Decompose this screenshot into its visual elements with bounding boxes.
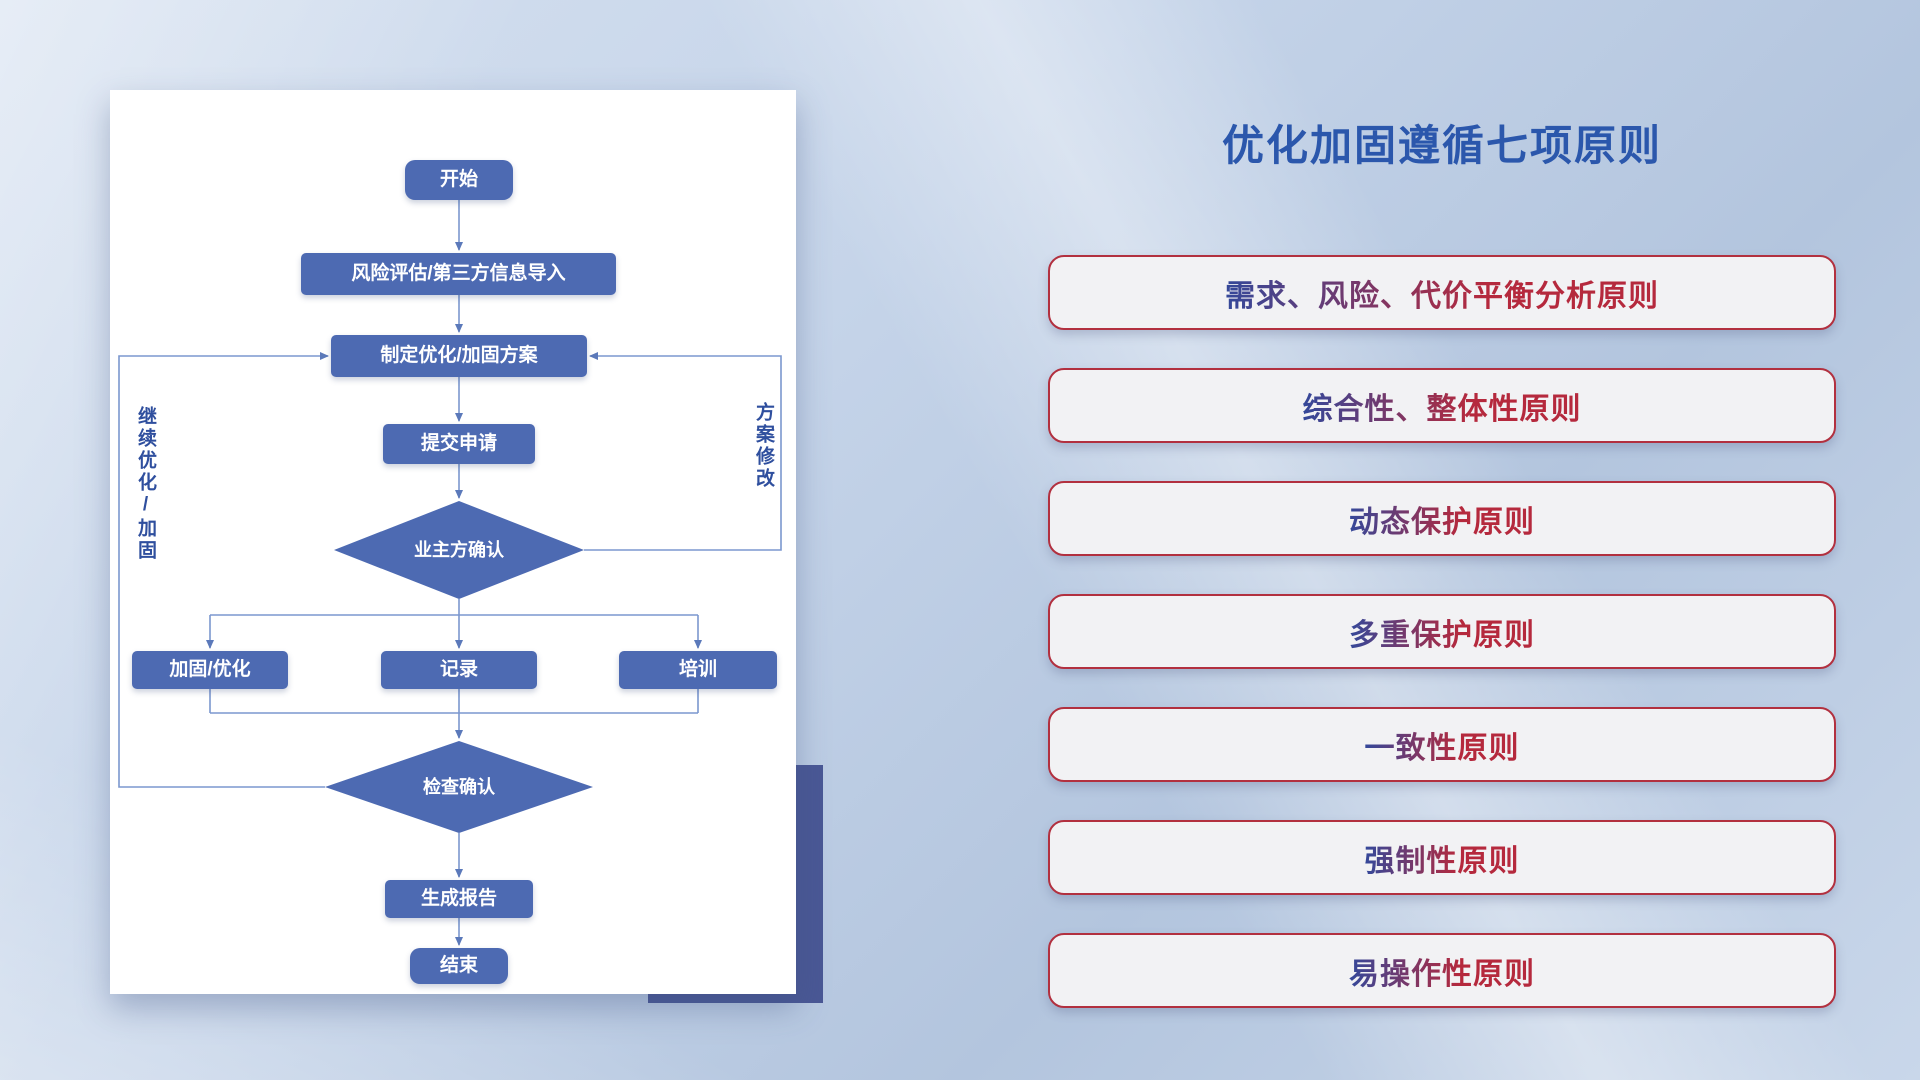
principles-list: 需求、风险、代价平衡分析原则 综合性、整体性原则 动态保护原则 多重保护原则 一… — [1048, 255, 1836, 1008]
panel-title: 优化加固遵循七项原则 — [1221, 122, 1662, 169]
principle-item-7: 易操作性原则 — [1048, 933, 1836, 1008]
flow-node-training: 培训 — [619, 651, 777, 689]
principle-label-1: 需求、风险、代价平衡分析原则 — [1225, 271, 1659, 315]
principles-panel: 优化加固遵循七项原则 需求、风险、代价平衡分析原则 综合性、整体性原则 动态保护… — [1048, 112, 1836, 1008]
principle-label-2: 综合性、整体性原则 — [1303, 384, 1582, 428]
principle-label-4: 多重保护原则 — [1349, 610, 1535, 654]
flow-node-report: 生成报告 — [385, 880, 533, 918]
flow-node-end: 结束 — [410, 948, 508, 984]
principle-item-4: 多重保护原则 — [1048, 594, 1836, 669]
principle-item-1: 需求、风险、代价平衡分析原则 — [1048, 255, 1836, 330]
principle-item-2: 综合性、整体性原则 — [1048, 368, 1836, 443]
principle-item-5: 一致性原则 — [1048, 707, 1836, 782]
flow-node-make-plan: 制定优化/加固方案 — [331, 335, 587, 377]
flow-node-start: 开始 — [405, 160, 513, 200]
loop-label-plan-revision: 方案修改 — [753, 402, 774, 490]
principle-item-6: 强制性原则 — [1048, 820, 1836, 895]
flow-node-submit: 提交申请 — [383, 424, 535, 464]
connector-lines — [118, 200, 782, 946]
principle-label-3: 动态保护原则 — [1349, 497, 1535, 541]
flow-node-risk-import: 风险评估/第三方信息导入 — [301, 253, 616, 295]
principle-label-5: 一致性原则 — [1365, 723, 1520, 767]
principle-label-6: 强制性原则 — [1365, 836, 1520, 880]
flow-node-reinforce: 加固/优化 — [132, 651, 288, 689]
flowchart-card: 开始 风险评估/第三方信息导入 制定优化/加固方案 提交申请 业主方确认 加固/… — [110, 90, 796, 994]
flow-node-record: 记录 — [381, 651, 537, 689]
flowchart-connectors — [118, 200, 782, 946]
loop-label-continue-optimize: 继续优化/加固 — [135, 406, 156, 562]
principle-label-7: 易操作性原则 — [1349, 949, 1535, 993]
principle-item-3: 动态保护原则 — [1048, 481, 1836, 556]
